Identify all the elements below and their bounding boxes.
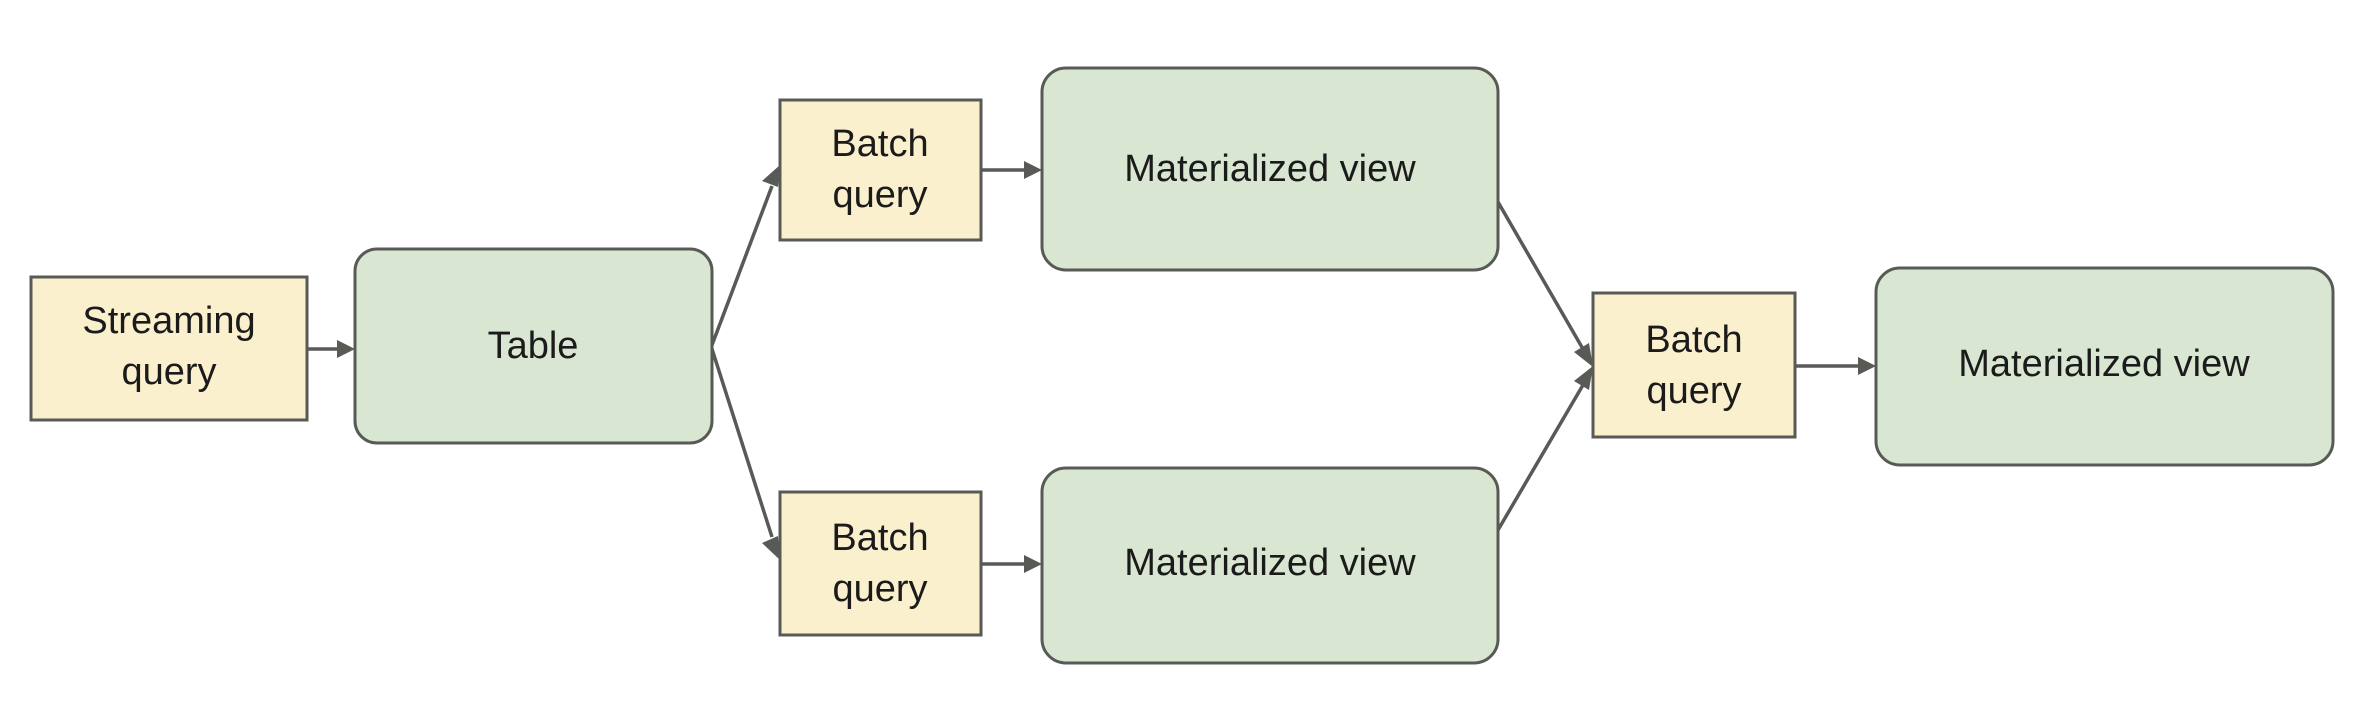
node-batch-query-final-shape[interactable] (1591, 291, 1797, 439)
arrowhead-icon (337, 340, 355, 358)
node-materialized-view-top-label: Materialized view (1124, 148, 1416, 190)
edge-line (710, 348, 774, 538)
node-batch-query-final-label-line1: Batch (1645, 319, 1742, 361)
node-batch-query-top-shape[interactable] (778, 98, 983, 242)
edge-batch-query-bottom-to-materialized-view-bottom (981, 555, 1042, 573)
arrowhead-icon (1574, 343, 1593, 367)
node-batch-query-bottom-label-line1: Batch (831, 517, 928, 559)
node-materialized-view-top[interactable]: Materialized view (1040, 66, 1500, 272)
edge-line (710, 185, 774, 346)
node-materialized-view-final-label: Materialized view (1958, 343, 2250, 385)
edge-table-to-batch-query-top (710, 165, 780, 346)
node-table-shape[interactable] (353, 247, 714, 445)
node-streaming-query[interactable]: Streaming query (29, 275, 309, 422)
node-batch-query-bottom-shape[interactable] (778, 490, 983, 637)
edge-streaming-query-to-table (307, 340, 355, 358)
node-batch-query-top[interactable]: Batch query (778, 98, 983, 242)
node-materialized-view-top-shape[interactable] (1040, 66, 1500, 272)
node-streaming-query-label-line2: query (121, 351, 216, 393)
node-batch-query-top-label-line1: Batch (831, 123, 928, 165)
edge-materialized-view-top-to-batch-query-final (1496, 201, 1593, 367)
arrowhead-icon (1024, 161, 1042, 179)
edge-table-to-batch-query-bottom (710, 348, 780, 560)
node-batch-query-final[interactable]: Batch query (1591, 291, 1797, 439)
node-table[interactable]: Table (353, 247, 714, 445)
node-batch-query-bottom-label-line2: query (832, 568, 927, 610)
node-materialized-view-bottom-shape[interactable] (1040, 466, 1500, 665)
arrowhead-icon (1858, 357, 1876, 375)
edge-batch-query-final-to-materialized-view-final (1795, 357, 1876, 375)
edge-line (1496, 384, 1585, 531)
node-batch-query-top-label-line2: query (832, 174, 927, 216)
node-batch-query-bottom[interactable]: Batch query (778, 490, 983, 637)
edge-batch-query-top-to-materialized-view-top (981, 161, 1042, 179)
node-materialized-view-bottom[interactable]: Materialized view (1040, 466, 1500, 665)
arrowhead-icon (762, 165, 780, 187)
node-streaming-query-label-line1: Streaming (82, 300, 255, 342)
edge-materialized-view-bottom-to-batch-query-final (1496, 366, 1593, 531)
arrowhead-icon (762, 536, 780, 560)
node-materialized-view-bottom-label: Materialized view (1124, 542, 1416, 584)
arrowhead-icon (1024, 555, 1042, 573)
arrowhead-icon (1574, 366, 1593, 390)
node-table-label: Table (488, 325, 579, 367)
node-materialized-view-final-shape[interactable] (1874, 266, 2335, 467)
node-streaming-query-shape[interactable] (29, 275, 309, 422)
edge-line (1496, 201, 1585, 350)
node-materialized-view-final[interactable]: Materialized view (1874, 266, 2335, 467)
node-batch-query-final-label-line2: query (1646, 370, 1741, 412)
